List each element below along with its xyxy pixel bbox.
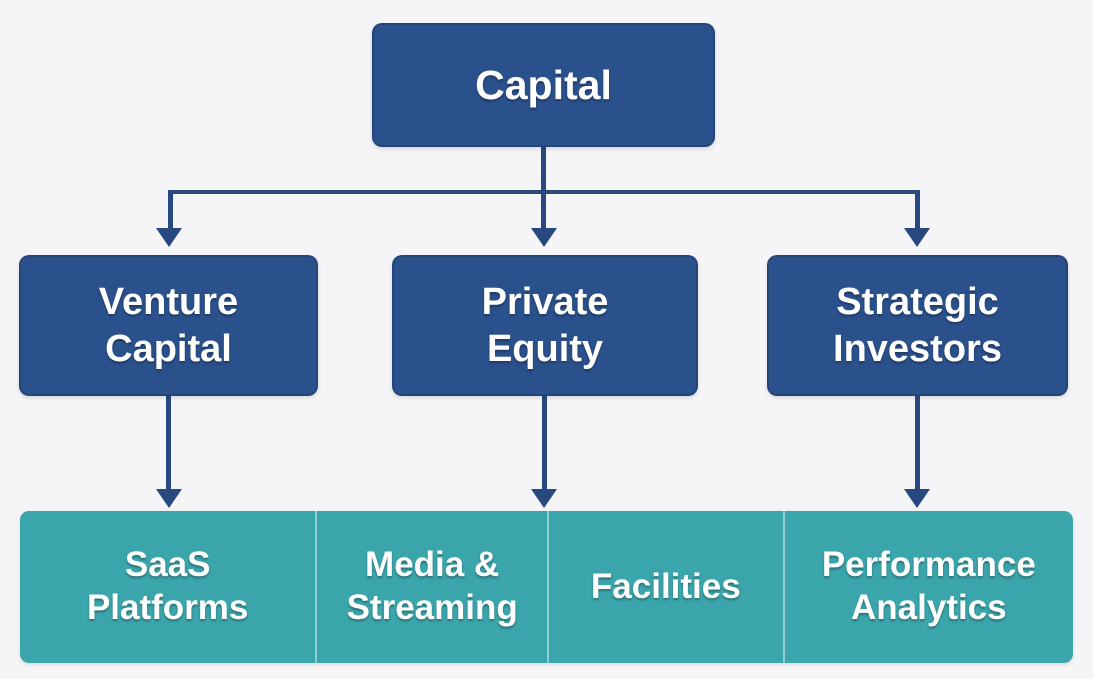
arrow-down-icon — [531, 228, 557, 247]
segment-saas-platforms: SaaS Platforms — [20, 511, 315, 663]
segment-facilities-line1: Facilities — [590, 566, 741, 606]
segment-performance-analytics-line1: Performance — [821, 545, 1036, 585]
connector-horizontal-rail — [168, 190, 920, 194]
segment-performance-analytics-line2: Analytics — [851, 588, 1007, 627]
segment-media-streaming-line1: Media & — [365, 545, 500, 585]
node-venture-capital-line2: Capital — [105, 327, 232, 370]
arrow-down-icon — [531, 489, 557, 508]
segment-facilities: Facilities — [547, 511, 783, 663]
segment-media-streaming-line2: Streaming — [346, 588, 518, 627]
connector-private-equity-stem — [542, 396, 547, 490]
segment-performance-analytics: Performance Analytics — [782, 511, 1073, 663]
node-private-equity: Private Equity — [392, 255, 698, 396]
arrow-down-icon — [156, 228, 182, 247]
arrow-down-icon — [904, 489, 930, 508]
connector-left-elbow — [168, 190, 173, 229]
arrow-down-icon — [904, 228, 930, 247]
connector-strategic-investors-stem — [915, 396, 920, 490]
node-venture-capital-line1: Venture — [98, 281, 239, 324]
category-band: SaaS Platforms Media & Streaming Facilit… — [20, 511, 1073, 663]
segment-saas-platforms-line2: Platforms — [86, 588, 249, 627]
node-strategic-investors-line1: Strategic — [836, 281, 999, 324]
segment-saas-platforms-line1: SaaS — [124, 545, 211, 585]
node-venture-capital: Venture Capital — [19, 255, 318, 396]
node-capital-label: Capital — [475, 61, 612, 108]
connector-right-elbow — [915, 190, 920, 229]
node-private-equity-line2: Equity — [486, 327, 604, 370]
node-strategic-investors-line2: Investors — [833, 327, 1002, 370]
node-strategic-investors: Strategic Investors — [767, 255, 1068, 396]
node-private-equity-line1: Private — [481, 281, 609, 324]
arrow-down-icon — [156, 489, 182, 508]
node-capital: Capital — [372, 23, 715, 147]
segment-media-streaming: Media & Streaming — [315, 511, 547, 663]
connector-venture-capital-stem — [166, 396, 171, 490]
connector-capital-stem — [541, 147, 546, 229]
